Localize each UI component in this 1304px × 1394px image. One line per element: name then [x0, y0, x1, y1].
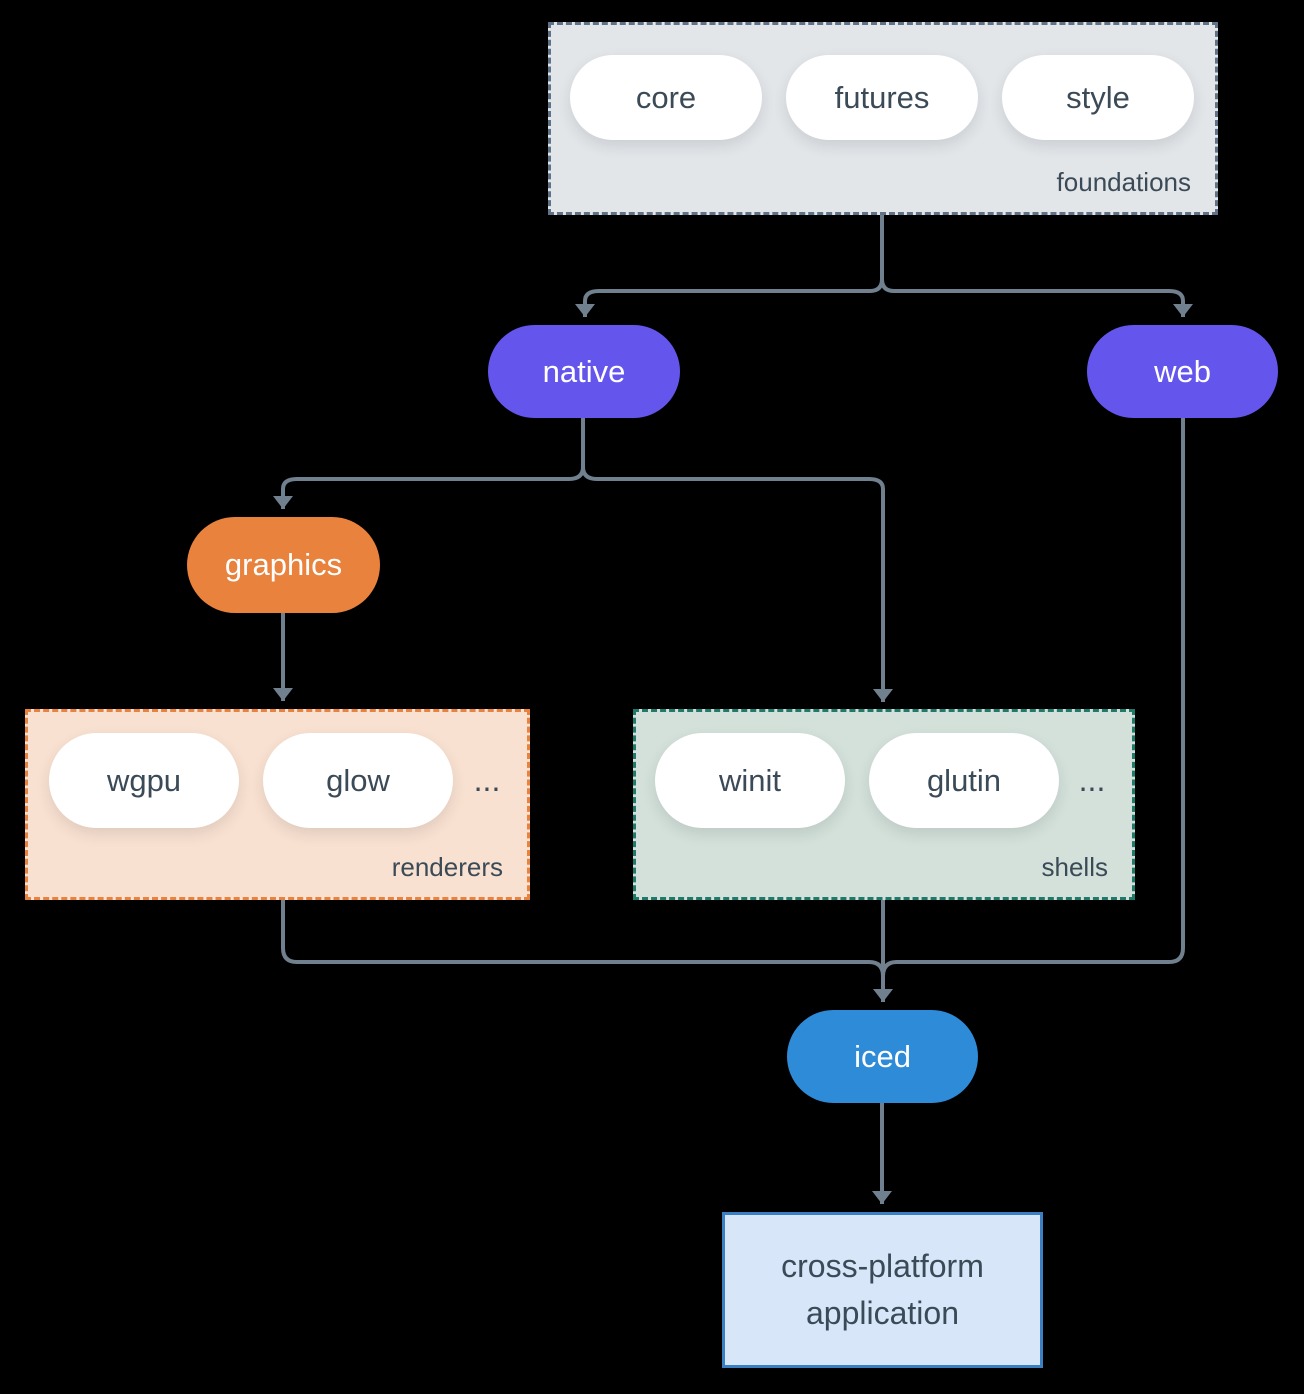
shells-group: winit glutin ... shells [633, 709, 1135, 900]
application-label-line-2: application [806, 1295, 959, 1331]
renderers-ellipsis: ... [473, 762, 501, 798]
node-core: core [570, 55, 762, 140]
node-style: style [1002, 55, 1194, 140]
node-winit: winit [655, 733, 845, 828]
application-label-line-1: cross-platform [781, 1248, 984, 1284]
shells-label: shells [1041, 852, 1108, 882]
node-graphics: graphics [187, 517, 380, 613]
application-box: cross-platform application [722, 1212, 1043, 1368]
node-wgpu: wgpu [49, 733, 239, 828]
shells-ellipsis: ... [1078, 762, 1106, 798]
renderers-label: renderers [391, 852, 503, 882]
edge-native-to-shells [581, 418, 893, 702]
edge-native-to-graphics [273, 418, 585, 509]
node-futures: futures [786, 55, 978, 140]
foundations-group: core futures style foundations [548, 22, 1218, 215]
node-web: web [1087, 325, 1278, 418]
node-glutin: glutin [869, 733, 1059, 828]
foundations-label: foundations [1056, 167, 1191, 197]
renderers-group: wgpu glow ... renderers [25, 709, 530, 900]
edge-foundations-to-native [575, 215, 884, 317]
node-iced: iced [787, 1010, 978, 1103]
edge-renderers-to-merge [281, 900, 885, 977]
node-glow: glow [263, 733, 453, 828]
node-native: native [488, 325, 680, 418]
edge-foundations-to-web [880, 215, 1193, 317]
